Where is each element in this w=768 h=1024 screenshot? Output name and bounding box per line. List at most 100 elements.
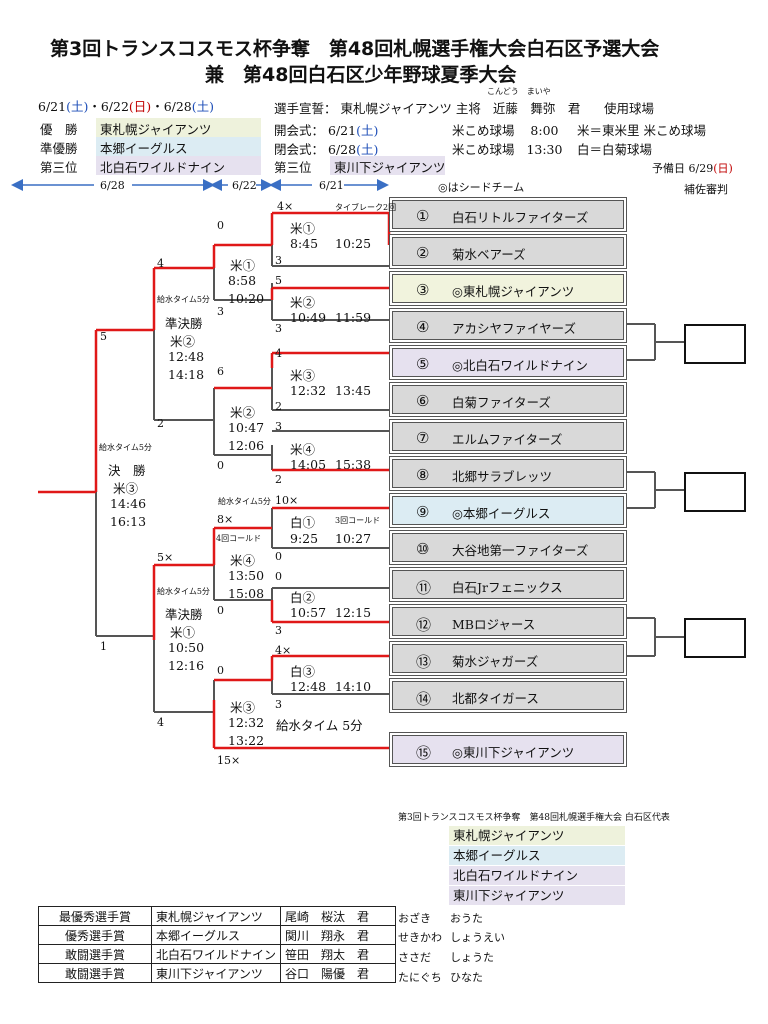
- closing-venue: 米こめ球場 13:30: [452, 142, 563, 157]
- oath-line: 選手宣誓： 東札幌ジャイアンツ 主将 近藤 舞弥 君: [274, 101, 581, 116]
- g-shiro2-label: 白②: [290, 590, 316, 605]
- g-shiro1-score-bot: 0: [275, 550, 282, 563]
- g-semi1-water: 給水タイム5分: [157, 295, 210, 304]
- g-semi2-start: 10:50: [168, 640, 205, 655]
- g-kome3-start: 12:32: [290, 383, 327, 398]
- g-final-label2: 米③: [113, 481, 139, 496]
- round-date-final: 6/28: [100, 179, 125, 192]
- team-15: ⑮◎東川下ジャイアンツ: [389, 732, 627, 767]
- g-semi1-end: 14:18: [168, 367, 205, 382]
- award-name: 最優秀選手賞: [38, 906, 152, 926]
- award-ruby-given: ひなた: [450, 971, 483, 984]
- g-shiro2-score-top: 0: [275, 570, 282, 583]
- g-semi1-score-top: 4: [157, 257, 164, 270]
- award-team: 北白石ワイルドナイン: [150, 944, 282, 964]
- g-kome2-end: 11:59: [335, 310, 372, 325]
- g-shiro2-score-bot: 3: [275, 624, 282, 637]
- g-shiro3-score-top: 4×: [275, 644, 292, 657]
- award-name: 敢闘選手賞: [38, 963, 152, 983]
- award-player: 関川 翔永 君: [280, 925, 396, 945]
- g-final-end: 16:13: [110, 514, 147, 529]
- g-r2c-score-bot: 0: [217, 604, 224, 617]
- g-shiro1-water: 給水タイム5分: [218, 497, 271, 506]
- g-r2b-score-top: 6: [217, 365, 224, 378]
- g-kome1-note: タイブレーク2回: [335, 203, 397, 212]
- award-ruby-given: しょうえい: [450, 931, 505, 944]
- g-r2d-label: 米③: [230, 700, 256, 715]
- award-ruby-surname: たにぐち: [398, 971, 442, 984]
- g-final-start: 14:46: [110, 496, 147, 511]
- g-kome1-end: 10:25: [335, 236, 372, 251]
- g-r2d-start: 12:32: [228, 715, 265, 730]
- award-row: 最優秀選手賞 東札幌ジャイアンツ 尾崎 桜汰 君: [38, 906, 396, 926]
- third-place-label-2: 第三位: [274, 160, 312, 175]
- rep-team-4: 東川下ジャイアンツ: [449, 886, 625, 905]
- team-9: ⑨◎本郷イーグルス: [389, 493, 627, 528]
- g-kome4-end: 15:38: [335, 457, 372, 472]
- g-r2c-start: 13:50: [228, 568, 265, 583]
- seed-note: ◎はシードチーム: [438, 181, 525, 194]
- g-semi2-water: 給水タイム5分: [157, 587, 210, 596]
- g-semi1-start: 12:48: [168, 349, 205, 364]
- g-kome2-start: 10:49: [290, 310, 327, 325]
- g-kome3-label: 米③: [290, 368, 316, 383]
- umpire-box-3: [684, 618, 746, 658]
- venue-shiro: 白＝白菊球場: [577, 142, 653, 157]
- award-name: 敢闘選手賞: [38, 944, 152, 964]
- round-date-r2: 6/22: [232, 179, 257, 192]
- g-semi1-label2: 米②: [170, 334, 196, 349]
- g-kome4-start: 14:05: [290, 457, 327, 472]
- g-kome2-label: 米②: [290, 295, 316, 310]
- g-r2c-score-top: 8×: [217, 513, 234, 526]
- g-semi2-score-top: 5×: [157, 551, 174, 564]
- winner-team: 東札幌ジャイアンツ: [100, 122, 212, 137]
- g-final-water: 給水タイム5分: [99, 443, 152, 452]
- rep-team-2: 本郷イーグルス: [449, 846, 625, 865]
- g-r2d-note: 給水タイム 5分: [276, 718, 363, 733]
- rep-team-3: 北白石ワイルドナイン: [449, 866, 625, 885]
- venue-kome: 米＝東米里 米こめ球場: [577, 123, 706, 138]
- g-semi2-label1: 準決勝: [165, 607, 203, 622]
- page-title: 第3回トランスコスモス杯争奪 第48回札幌選手権大会白石区予選大会: [50, 38, 660, 60]
- round-date-r1: 6/21: [319, 179, 344, 192]
- page-subtitle: 兼 第48回白石区少年野球夏季大会: [205, 64, 517, 86]
- award-name: 優秀選手賞: [38, 925, 152, 945]
- g-shiro1-start: 9:25: [290, 531, 319, 546]
- award-team: 本郷イーグルス: [150, 925, 282, 945]
- umpire-box-2: [684, 472, 746, 512]
- award-team: 東札幌ジャイアンツ: [150, 906, 282, 926]
- g-semi2-label2: 米①: [170, 625, 196, 640]
- award-player: 尾崎 桜汰 君: [280, 906, 396, 926]
- runner-up-label: 準優勝: [40, 141, 78, 156]
- opening-venue: 米こめ球場 8:00: [452, 123, 559, 138]
- g-semi1-label1: 準決勝: [165, 316, 203, 331]
- g-shiro1-label: 白①: [290, 515, 316, 530]
- g-r2a-start: 8:58: [228, 273, 257, 288]
- g-shiro2-end: 12:15: [335, 605, 372, 620]
- awards-table: 最優秀選手賞 東札幌ジャイアンツ 尾崎 桜汰 君 優秀選手賞 本郷イーグルス 関…: [38, 906, 396, 983]
- award-row: 敢闘選手賞 北白石ワイルドナイン 笹田 翔太 君: [38, 944, 396, 964]
- g-kome1-score-top: 4×: [277, 200, 294, 213]
- g-r2c-label: 米④: [230, 553, 256, 568]
- g-kome2-score-bot: 3: [275, 322, 282, 335]
- award-player: 谷口 陽優 君: [280, 963, 396, 983]
- g-r2c-note: 4回コールド: [216, 534, 262, 543]
- g-r2b-start: 10:47: [228, 420, 265, 435]
- venue-label: 使用球場: [604, 101, 655, 116]
- g-kome1-score-bot: 3: [275, 254, 282, 267]
- third-place-team-2: 東川下ジャイアンツ: [334, 160, 446, 175]
- rep-title: 第3回トランスコスモス杯争奪 第48回札幌選手権大会 白石区代表: [398, 813, 670, 823]
- opening-ceremony: 開会式： 6/21(土): [274, 123, 379, 138]
- g-kome4-label: 米④: [290, 442, 316, 457]
- g-kome2-score-top: 5: [275, 274, 282, 287]
- g-shiro2-start: 10:57: [290, 605, 327, 620]
- g-shiro1-end: 10:27: [335, 531, 372, 546]
- oath-ruby: こんどう まいや: [487, 87, 551, 96]
